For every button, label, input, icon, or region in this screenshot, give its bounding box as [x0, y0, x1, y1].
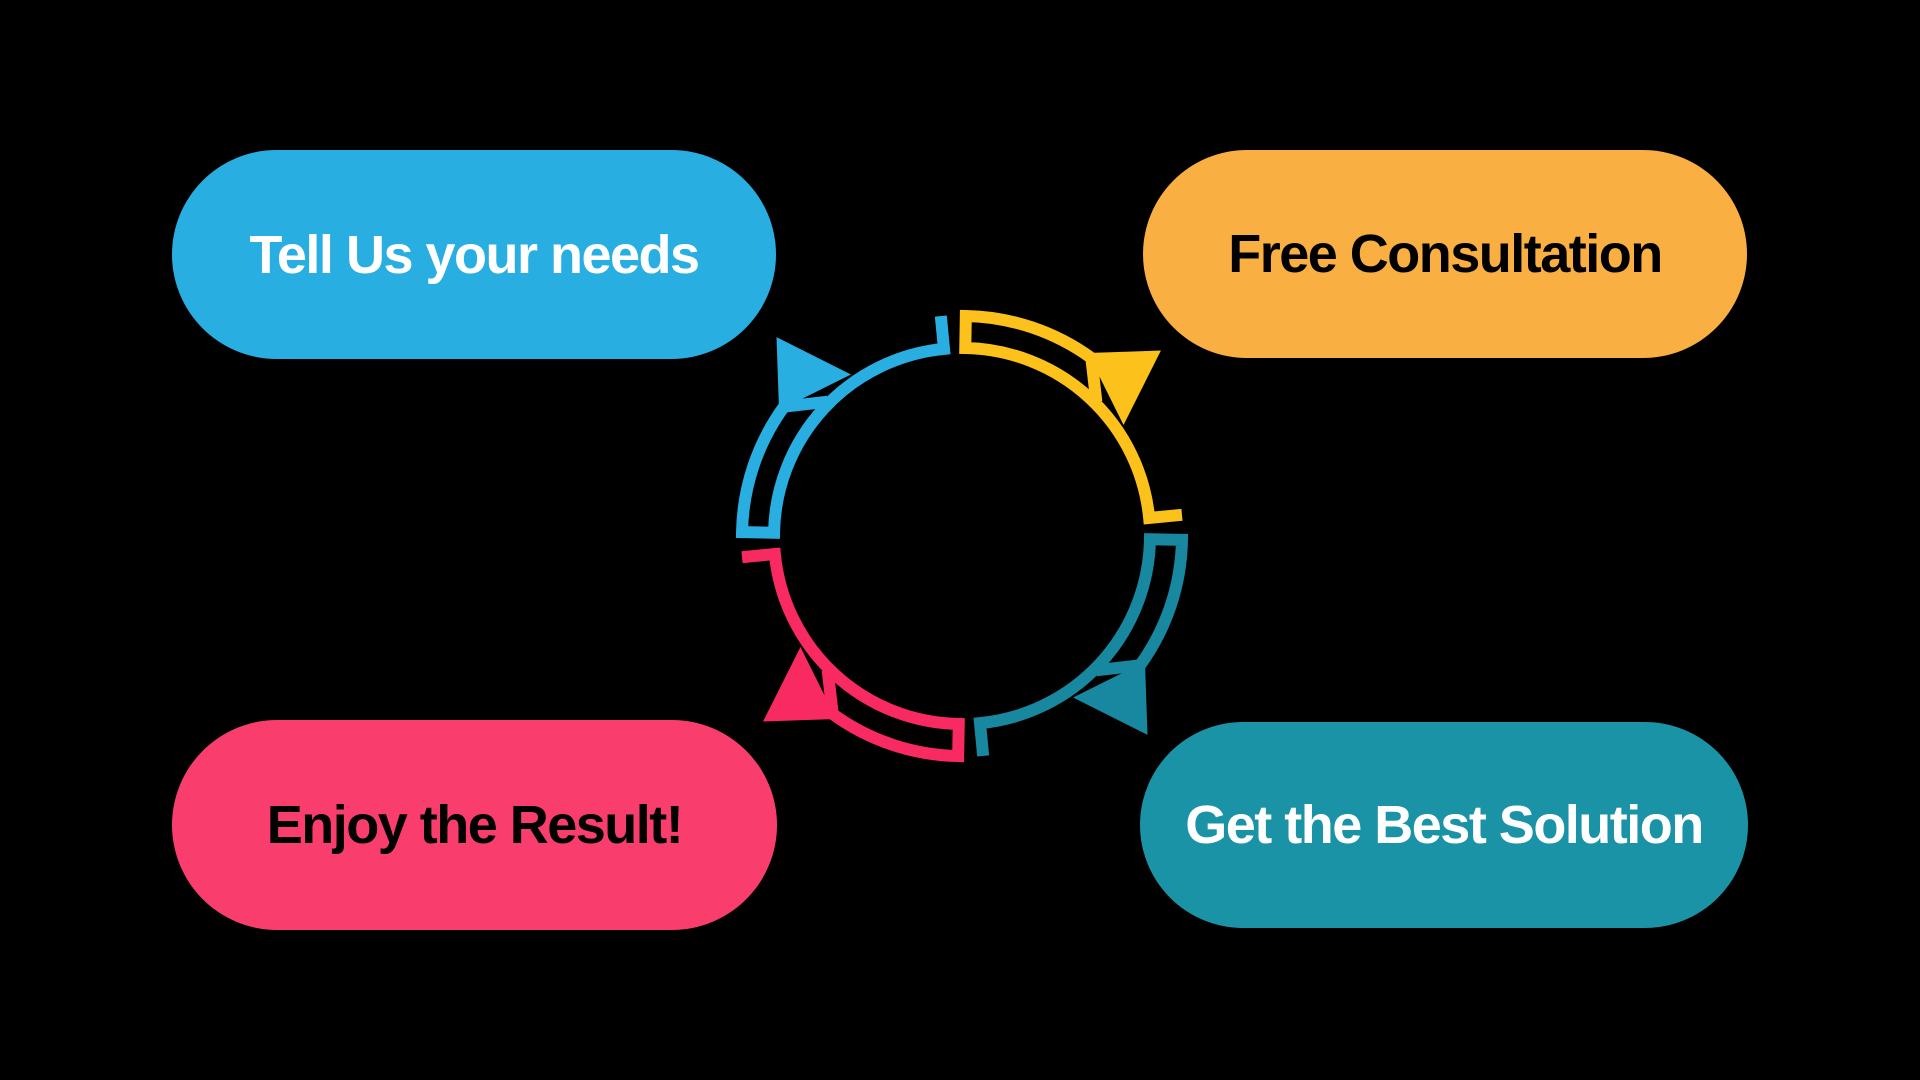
cycle-arrow-yellow-icon [959, 309, 1183, 525]
step-label: Enjoy the Result! [266, 795, 684, 855]
step-label: Tell Us your needs [249, 224, 700, 285]
step-pill-enjoy-the-result: Enjoy the Result! [172, 720, 777, 930]
step-pill-free-consultation: Free Consultation [1143, 150, 1747, 358]
step-label: Free Consultation [1228, 224, 1663, 284]
cycle-arrows [735, 309, 1189, 763]
cycle-arrow-blue-icon [735, 315, 951, 539]
cycle-arrow-teal-icon [973, 533, 1189, 757]
step-pill-get-the-best-solution: Get the Best Solution [1140, 722, 1748, 928]
cycle-arrow-pink-icon [741, 547, 965, 763]
step-label: Get the Best Solution [1185, 795, 1704, 855]
step-pill-tell-us-your-needs: Tell Us your needs [172, 150, 776, 359]
